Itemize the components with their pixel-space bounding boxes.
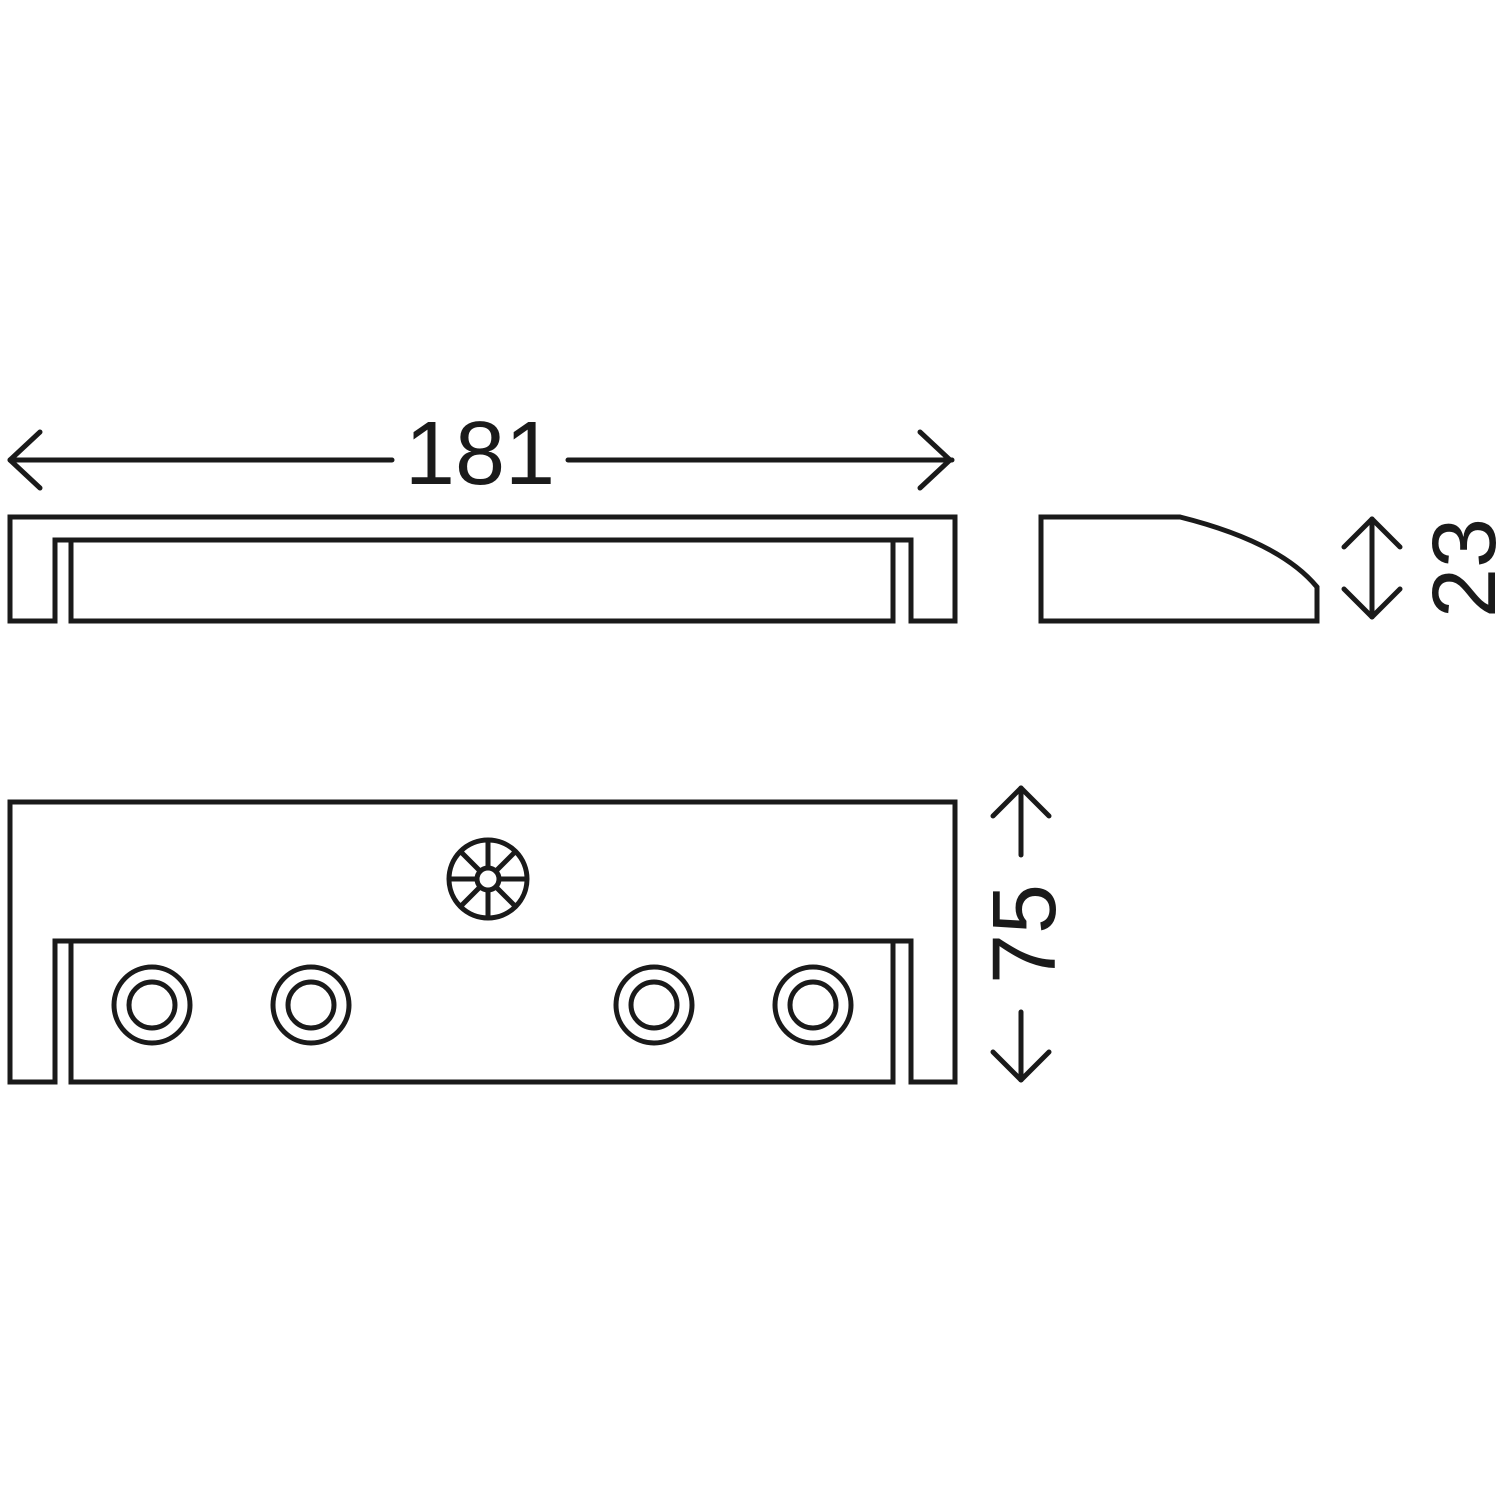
front-profile-view — [7, 514, 958, 624]
height-arrow-down-icon — [1341, 586, 1403, 620]
led-light-4-icon — [772, 964, 854, 1046]
height-label: 23 — [1415, 518, 1500, 618]
width-label: 181 — [405, 404, 555, 504]
width-arrow-left-icon — [7, 429, 43, 491]
front-profile-lens — [68, 537, 896, 624]
height-arrow-up-icon — [1341, 516, 1403, 550]
depth-dimension: 75 — [975, 785, 1075, 1083]
side-profile-outline — [1038, 514, 1320, 624]
depth-label: 75 — [975, 884, 1075, 984]
width-arrow-right-icon — [917, 429, 953, 491]
side-profile-view — [1038, 514, 1320, 624]
height-dimension: 23 — [1341, 516, 1500, 620]
bottom-view-light-panel — [68, 938, 896, 1085]
led-light-1-icon — [111, 964, 193, 1046]
led-light-3-icon — [613, 964, 695, 1046]
bottom-view-outline — [7, 799, 958, 1085]
width-dimension: 181 — [7, 404, 955, 504]
bottom-view — [7, 799, 958, 1085]
motion-sensor-icon — [446, 837, 530, 921]
depth-arrow-up-icon — [990, 785, 1052, 819]
depth-arrow-down-icon — [990, 1049, 1052, 1083]
led-light-2-icon — [270, 964, 352, 1046]
